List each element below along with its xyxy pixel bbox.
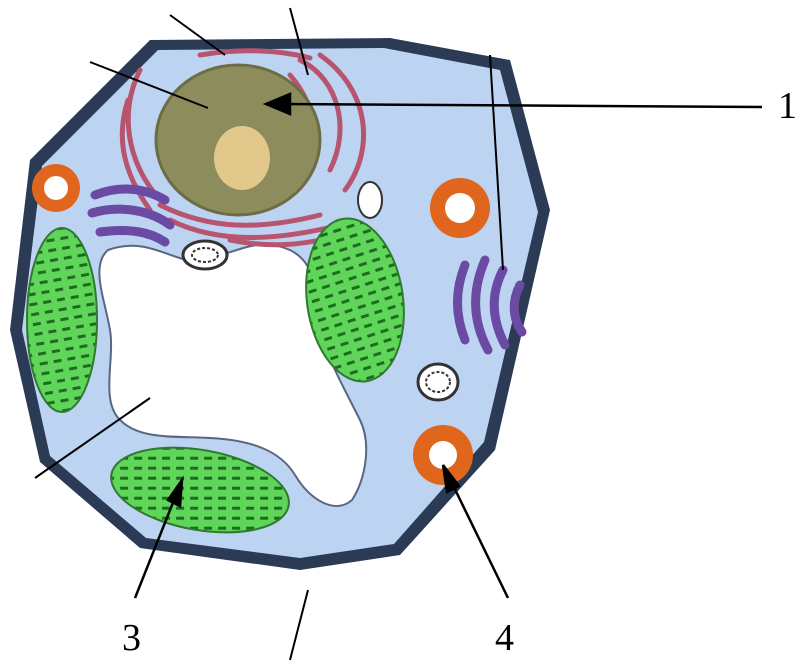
label-3: 3 (122, 617, 141, 659)
nucleus (156, 65, 320, 215)
mitochondrion-right (430, 178, 490, 238)
mitochondrion-top-left (32, 164, 80, 212)
nucleolus (214, 126, 270, 190)
label-4: 4 (495, 617, 514, 659)
label-1: 1 (778, 85, 797, 127)
mitochondrion-bottom-right (413, 425, 473, 485)
chloroplast-left (27, 228, 97, 412)
arrow-4 (448, 475, 508, 598)
